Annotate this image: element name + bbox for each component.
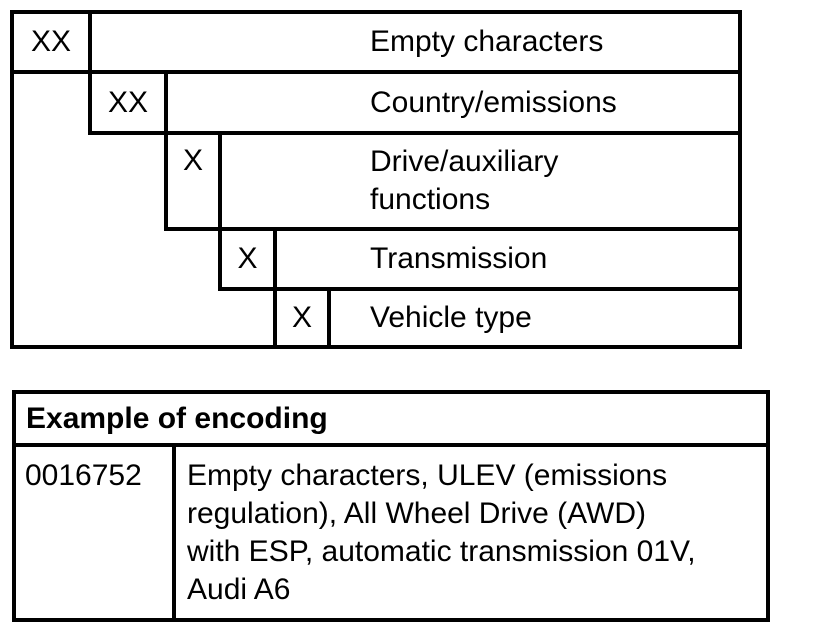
description-line: Empty characters, ULEV (emissions <box>187 459 668 492</box>
label-text-line2: functions <box>370 183 491 216</box>
label-drive-auxiliary: Drive/auxiliary functions <box>218 131 742 231</box>
example-description: Empty characters, ULEV (emissions regula… <box>172 443 770 622</box>
label-text-line1: Drive/auxiliary <box>370 145 559 178</box>
description-line: with ESP, automatic transmission 01V, <box>187 535 696 568</box>
code-cell-drive-auxiliary: X <box>164 131 222 231</box>
label-text: Country/emissions <box>370 85 617 119</box>
label-vehicle-type: Vehicle type <box>327 287 742 349</box>
example-table-title: Example of encoding <box>12 390 770 447</box>
description-line: regulation), All Wheel Drive (AWD) <box>187 497 647 530</box>
code-cell-country-emissions: XX <box>88 70 168 135</box>
label-empty-characters: Empty characters <box>88 10 742 74</box>
label-text: Vehicle type <box>370 301 532 334</box>
code-cell-empty-characters: XX <box>10 10 92 74</box>
example-code-value: 0016752 <box>12 443 176 622</box>
label-text: Empty characters <box>370 25 604 58</box>
code-cell-vehicle-type: X <box>273 287 331 349</box>
code-cell-transmission: X <box>218 227 277 291</box>
description-line: Audi A6 <box>187 573 291 606</box>
label-country-emissions: Country/emissions <box>164 70 742 135</box>
label-transmission: Transmission <box>273 227 742 291</box>
label-text: Transmission <box>370 242 548 275</box>
